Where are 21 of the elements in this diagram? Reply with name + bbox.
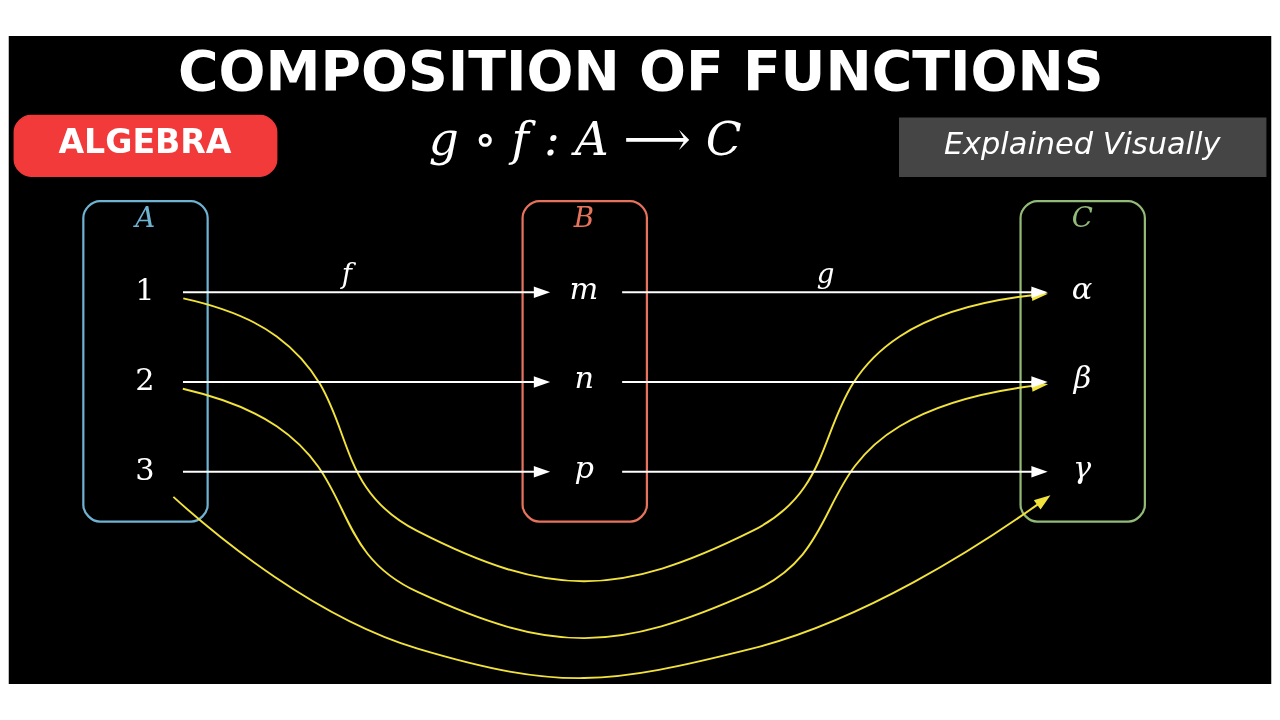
arrow: [621, 286, 1048, 298]
node-text: p: [574, 450, 594, 486]
node-text: n: [574, 360, 594, 396]
label: g ∘ f : A ⟶ C: [428, 111, 742, 167]
node-text: 3: [135, 451, 155, 487]
node-text: 2: [135, 361, 155, 397]
arrow: [182, 466, 551, 478]
node-text: m: [569, 270, 599, 306]
arrow: [182, 286, 551, 298]
arrow: [621, 376, 1048, 388]
node-text: 1: [135, 271, 155, 307]
node-text: β: [1073, 360, 1092, 396]
arrow: [182, 376, 551, 388]
node-box: Explained Visually: [899, 117, 1267, 177]
arrow: [621, 466, 1048, 478]
edge-label: g: [816, 256, 835, 290]
node-text: α: [1071, 270, 1093, 306]
node-text: γ: [1073, 450, 1092, 486]
node-box: ALGEBRA: [13, 114, 278, 177]
diagram-title: COMPOSITION OF FUNCTIONS: [177, 38, 1104, 103]
arrow: [172, 495, 1051, 680]
